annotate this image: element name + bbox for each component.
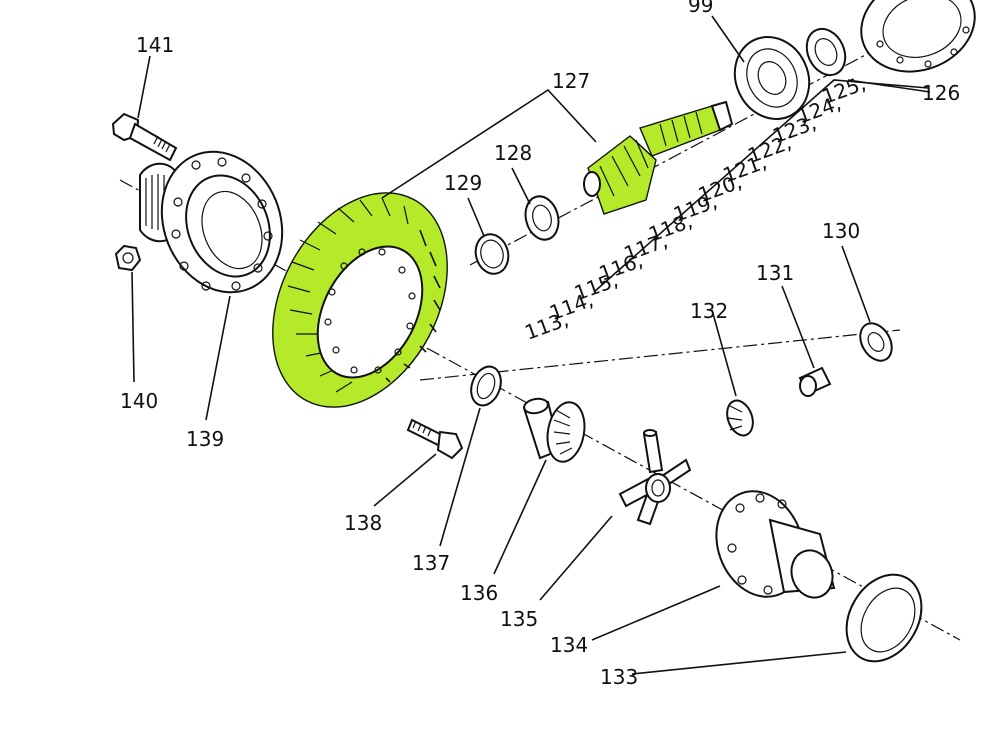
label-139: 139 [186,427,224,451]
label-136: 136 [460,581,498,605]
leader-lines [131,15,931,675]
pinion-gear-132 [726,399,754,437]
label-127: 127 [552,69,590,93]
label-128: 128 [494,141,532,165]
label-133: 133 [600,665,638,689]
nut-140 [114,244,142,272]
label-125: 125, [819,71,869,109]
label-135: 135 [500,607,538,631]
label-140: 140 [120,389,158,413]
bolt-138 [406,418,464,460]
cover-flange [860,0,976,73]
washer-130 [859,322,893,362]
label-132: 132 [690,299,728,323]
washer-128 [524,195,560,241]
ring-gear [272,192,448,408]
label-131: 131 [756,261,794,285]
housing-139 [139,150,284,294]
drive-pinion [583,100,734,215]
label-138: 138 [344,511,382,535]
label-141: 141 [136,33,174,57]
label-129: 129 [444,171,482,195]
label-137: 137 [412,551,450,575]
cross-shaft-135 [618,429,692,526]
washer-137 [470,365,502,407]
housing-134 [715,490,836,599]
drive-pinion-shaft [639,105,721,157]
label-130: 130 [822,219,860,243]
sleeve-131 [798,366,832,397]
differential-axis [419,329,901,381]
washer-126 [805,27,847,77]
label-99: 99 [688,0,713,17]
seal-133 [845,573,923,663]
label-126: 126 [922,81,960,105]
side-gear-136 [522,397,586,463]
label-134: 134 [550,633,588,657]
bolt-141 [111,112,178,162]
bearing-99 [733,36,811,120]
circlip-129 [474,233,510,275]
